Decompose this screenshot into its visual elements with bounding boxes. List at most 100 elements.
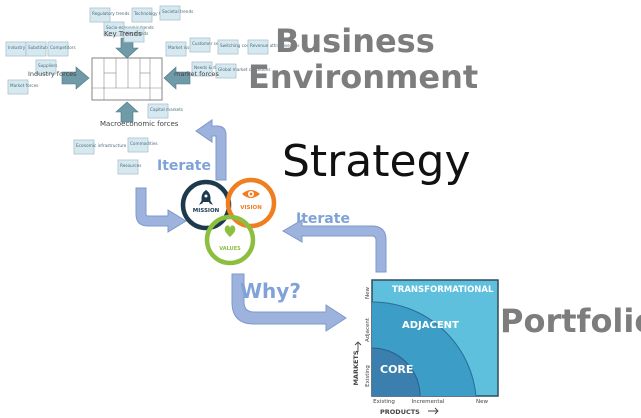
sticky-note-paper (117, 159, 139, 175)
sticky-note-paper (123, 27, 145, 43)
arrow-environment-to-strategy (135, 187, 187, 233)
transformational-label: TRANSFORMATIONAL (392, 285, 494, 295)
sticky-note-paper (89, 7, 111, 23)
sticky-note-text: Suppliers (38, 63, 57, 68)
sticky-note: Socio-economic trends (103, 21, 154, 37)
sticky-note-paper (159, 5, 181, 21)
sticky-note-text: Regulatory trends (92, 11, 129, 16)
sticky-note-paper (7, 79, 29, 95)
sticky-note-text: Revenue attractiveness (250, 43, 299, 48)
sticky-note-paper (217, 39, 239, 55)
core-label: CORE (380, 363, 413, 376)
sticky-note-text: Competitors (50, 45, 76, 50)
market-forces-label: market forces (174, 70, 220, 78)
sticky-note-text: Key trends (126, 31, 148, 36)
sticky-note-text: Switching costs (220, 43, 253, 48)
sticky-note-paper (147, 103, 169, 119)
eye-icon (242, 190, 260, 198)
sticky-note: Customer segments (189, 37, 234, 53)
sticky-note-text: Customer segments (192, 41, 234, 46)
sticky-note: Resources (117, 159, 141, 175)
sticky-note: Commodities (127, 137, 158, 153)
x-tick-new: New (476, 399, 488, 405)
sticky-note: Needs & demands (191, 61, 232, 77)
zone-core (372, 348, 420, 396)
sticky-note: Substitutes (25, 41, 52, 57)
business-environment-sketch: Regulatory trends Technology trendsSociet… (5, 5, 299, 175)
mission-label: MISSION (193, 208, 220, 214)
iterate-left-label: Iterate (157, 158, 211, 174)
sticky-note-text: Global market conditions (218, 67, 270, 72)
sticky-note-text: Commodities (130, 141, 158, 146)
sticky-note: Societal trends (159, 5, 193, 21)
y-tick-adjacent: Adjacent (365, 317, 371, 342)
sticky-note: Economic infrastructure (73, 139, 127, 155)
sticky-note-paper (35, 59, 57, 75)
sticky-note: Market issues (165, 41, 197, 57)
sticky-note-text: Industry forces (8, 45, 39, 50)
sticky-note-text: Market forces (10, 83, 38, 88)
y-tick-existing: Existing (365, 365, 371, 387)
flow-arrows (135, 119, 387, 332)
sticky-note: Capital markets (147, 103, 183, 119)
sticky-note-text: Socio-economic trends (106, 25, 154, 30)
title-business: Business (275, 22, 435, 60)
mission-circle (180, 179, 232, 231)
vision-label: VISION (240, 205, 262, 211)
sticky-note-text: Substitutes (28, 45, 52, 50)
sticky-note: Suppliers (35, 59, 57, 75)
sticky-note: Market forces (7, 79, 38, 95)
sketch-inward-arrows (61, 37, 191, 123)
sticky-note-paper (73, 139, 95, 155)
title-strategy: Strategy (282, 136, 471, 187)
sticky-note-paper (127, 137, 149, 153)
sticky-note-paper (47, 41, 69, 57)
key-trends-label: Key Trends (104, 30, 142, 38)
sticky-note-paper (165, 41, 187, 57)
y-axis-label: MARKETS (352, 350, 360, 385)
sticky-note-text: Technology trends (133, 11, 172, 16)
x-axis-label: PRODUCTS (380, 408, 420, 416)
mini-business-model-canvas (91, 57, 163, 101)
heart-icon (224, 225, 236, 237)
sticky-note-paper (189, 37, 211, 53)
sticky-note-paper (215, 63, 237, 79)
arrow-iterate-from-portfolio (282, 219, 387, 273)
why-label: Why? (240, 279, 301, 303)
sticky-note: Competitors (47, 41, 76, 57)
y-tick-new: New (365, 287, 371, 299)
sticky-note: Key trends (123, 27, 148, 43)
industry-forces-label: Industry forces (28, 70, 77, 78)
sticky-note-paper (131, 7, 153, 23)
sticky-note-text: Capital markets (150, 107, 183, 112)
sticky-note-text: Resources (120, 163, 141, 168)
sticky-note: Revenue attractiveness (247, 39, 299, 55)
values-label: VALUES (219, 246, 241, 252)
title-environment: Environment (248, 58, 478, 96)
iterate-right-label: Iterate (296, 211, 350, 227)
sticky-note-text: Economic infrastructure (76, 143, 127, 148)
portfolio-horizons-chart: TRANSFORMATIONAL ADJACENT CORE New Adjac… (352, 279, 499, 416)
sticky-notes: Regulatory trends Technology trendsSociet… (5, 5, 299, 175)
sticky-note-paper (247, 39, 269, 55)
sticky-note: Regulatory trends (89, 7, 129, 23)
adjacent-label: ADJACENT (402, 320, 459, 331)
sticky-note-paper (25, 41, 47, 57)
sticky-note-paper (191, 61, 213, 77)
x-tick-existing: Existing (373, 399, 395, 405)
sticky-note: Switching costs (217, 39, 253, 55)
values-circle (204, 214, 256, 266)
arrow-why-to-portfolio (231, 273, 347, 332)
x-tick-incremental: Incremental (412, 399, 445, 405)
arrow-iterate-to-environment (195, 119, 227, 181)
rocket-icon (199, 190, 213, 205)
sticky-note: Global market conditions (215, 63, 270, 79)
sticky-note: Technology trends (131, 7, 172, 23)
sticky-note-text: Market issues (168, 45, 197, 50)
title-portfolio: Portfolio (500, 302, 641, 340)
macroeconomic-forces-label: Macroeconomic forces (100, 120, 179, 128)
sticky-note-text: Societal trends (162, 9, 193, 14)
mission-vision-values-circles: MISSION VISION VALUES (180, 177, 277, 266)
sticky-note-text: Needs & demands (194, 65, 232, 70)
